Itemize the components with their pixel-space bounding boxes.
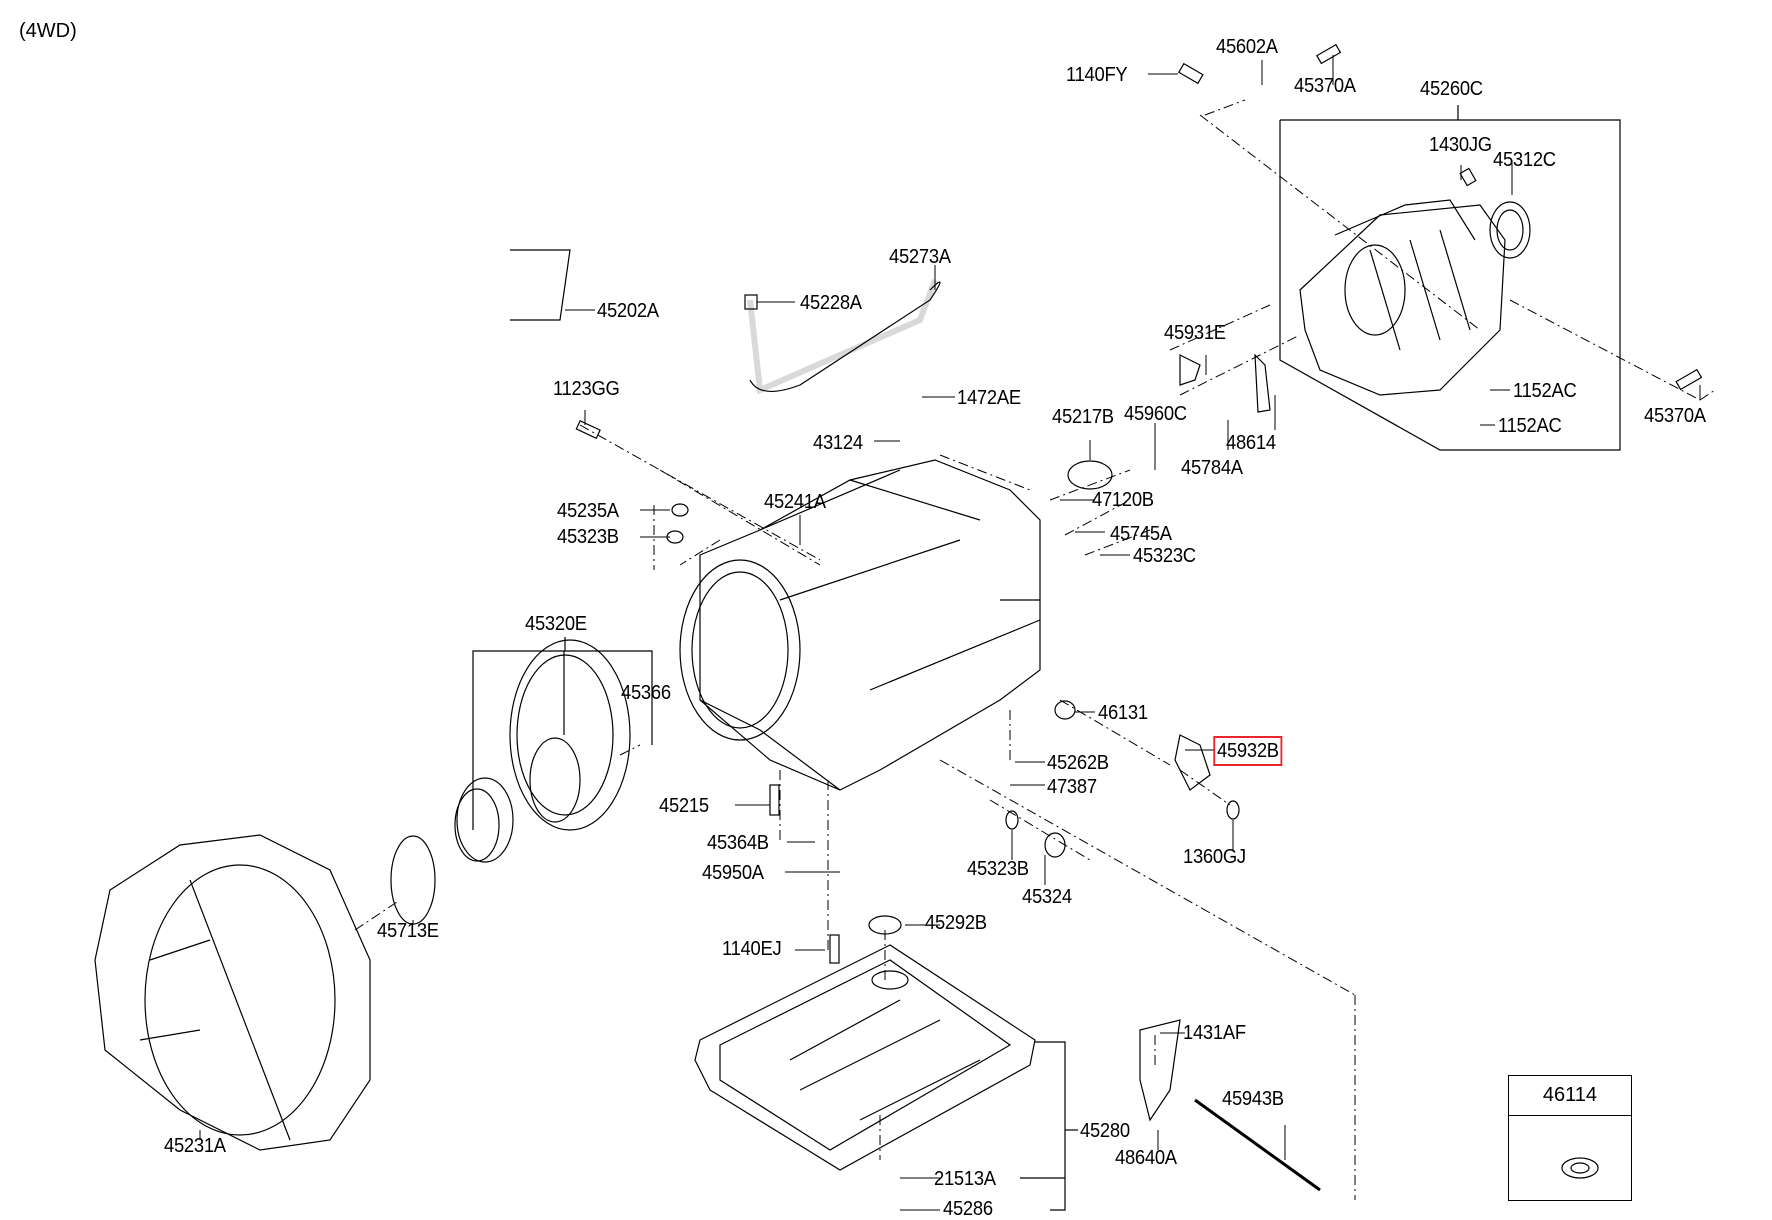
bushing (1067, 460, 1113, 490)
part-label-21513A[interactable]: 21513A (934, 1168, 996, 1190)
assembly-lines (354, 99, 1716, 1200)
part-label-47120B[interactable]: 47120B (1092, 489, 1154, 511)
part-label-45292B[interactable]: 45292B (925, 912, 987, 934)
part-label-1360GJ[interactable]: 1360GJ (1183, 846, 1246, 868)
part-label-45366[interactable]: 45366 (621, 682, 671, 704)
leader-lines (199, 55, 1701, 1211)
part-label-46131[interactable]: 46131 (1098, 702, 1148, 724)
part-label-45260C[interactable]: 45260C (1420, 78, 1483, 100)
part-label-45784A[interactable]: 45784A (1181, 457, 1243, 479)
part-label-1472AE[interactable]: 1472AE (957, 387, 1021, 409)
part-label-45943B[interactable]: 45943B (1222, 1088, 1284, 1110)
part-label-45950A[interactable]: 45950A (702, 862, 764, 884)
part-label-45323B-lower[interactable]: 45323B (967, 858, 1029, 880)
part-label-45364B[interactable]: 45364B (707, 832, 769, 854)
transfer-case-adapter (1299, 199, 1531, 396)
part-label-45228A[interactable]: 45228A (800, 292, 862, 314)
part-label-45324[interactable]: 45324 (1022, 886, 1072, 908)
part-label-45713E[interactable]: 45713E (377, 920, 439, 942)
part-label-45960C[interactable]: 45960C (1124, 403, 1187, 425)
part-label-45217B[interactable]: 45217B (1052, 406, 1114, 428)
part-label-1152AC-lower[interactable]: 1152AC (1498, 415, 1562, 437)
part-label-48640A[interactable]: 48640A (1115, 1147, 1177, 1169)
part-label-45231A[interactable]: 45231A (164, 1135, 226, 1157)
oil-pump-bracket (472, 650, 653, 830)
transmission-case (679, 459, 1041, 791)
part-label-47387[interactable]: 47387 (1047, 776, 1097, 798)
part-label-1140FY[interactable]: 1140FY (1066, 64, 1128, 86)
part-label-45241A[interactable]: 45241A (764, 491, 826, 513)
inset-part-label: 46114 (1509, 1076, 1631, 1116)
part-label-48614[interactable]: 48614 (1226, 432, 1276, 454)
inset-part-box[interactable]: 46114 (1508, 1075, 1632, 1201)
part-label-45312C[interactable]: 45312C (1493, 149, 1556, 171)
bolts (575, 43, 1703, 964)
part-label-43124[interactable]: 43124 (813, 432, 863, 454)
converter-housing (94, 834, 371, 1151)
oil-pump (390, 639, 631, 925)
oil-pan (694, 944, 1036, 1171)
part-label-45273A[interactable]: 45273A (889, 246, 951, 268)
part-label-1430JG[interactable]: 1430JG (1429, 134, 1492, 156)
part-label-45262B[interactable]: 45262B (1047, 752, 1109, 774)
part-label-45931E[interactable]: 45931E (1164, 322, 1226, 344)
part-label-45280[interactable]: 45280 (1080, 1120, 1130, 1142)
part-label-45745A[interactable]: 45745A (1110, 523, 1172, 545)
part-label-45235A[interactable]: 45235A (557, 500, 619, 522)
part-label-45320E[interactable]: 45320E (525, 613, 587, 635)
wire-harness (510, 249, 571, 321)
part-label-45323C[interactable]: 45323C (1133, 545, 1196, 567)
part-label-45286[interactable]: 45286 (943, 1198, 993, 1220)
part-label-45602A[interactable]: 45602A (1216, 36, 1278, 58)
part-label-45370A-right[interactable]: 45370A (1644, 405, 1706, 427)
part-label-1431AF[interactable]: 1431AF (1183, 1022, 1246, 1044)
part-label-45202A[interactable]: 45202A (597, 300, 659, 322)
part-label-45370A[interactable]: 45370A (1294, 75, 1356, 97)
case-assembly-bracket (1279, 119, 1621, 451)
part-label-1140EJ[interactable]: 1140EJ (722, 938, 782, 960)
oil-pan-bracket (1035, 1041, 1066, 1211)
variant-label: (4WD) (19, 20, 77, 42)
part-label-45215[interactable]: 45215 (659, 795, 709, 817)
part-label-45323B[interactable]: 45323B (557, 526, 619, 548)
part-label-1123GG[interactable]: 1123GG (553, 378, 620, 400)
part-label-1152AC[interactable]: 1152AC (1513, 380, 1577, 402)
part-label-45932B-highlighted[interactable]: 45932B (1213, 736, 1283, 766)
o-ring (390, 835, 436, 925)
